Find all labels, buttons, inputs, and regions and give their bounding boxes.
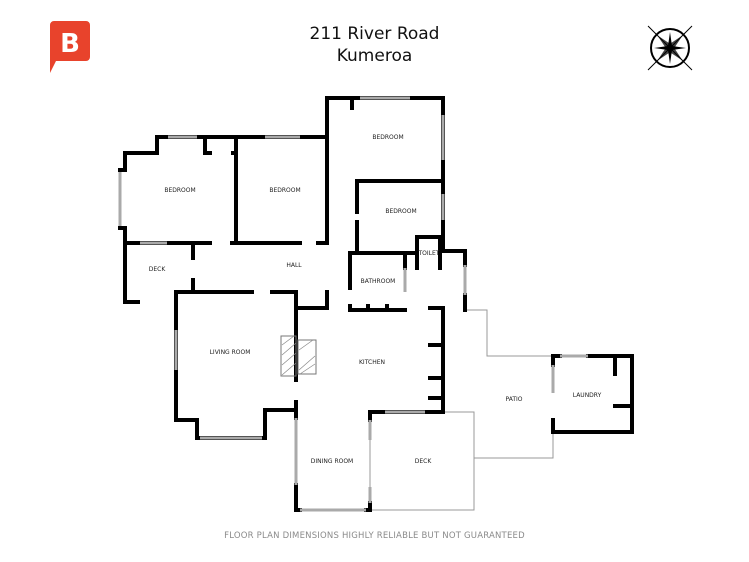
room-label-kitchen: KITCHEN (359, 359, 385, 366)
fireplace (280, 335, 317, 377)
room-label-deck-left: DECK (149, 266, 167, 273)
brand-b-logo: B (50, 21, 90, 73)
room-label-laundry: LAUNDRY (573, 392, 602, 399)
compass-rose-icon (647, 25, 693, 71)
room-label-bedroom-right: BEDROOM (385, 208, 416, 215)
room-label-hall: HALL (286, 262, 302, 269)
room-label-bedroom-left: BEDROOM (164, 187, 195, 194)
disclaimer: FLOOR PLAN DIMENSIONS HIGHLY RELIABLE BU… (224, 531, 525, 541)
room-label-toilet: TOILET (418, 250, 440, 257)
address-line-1: 211 River Road (309, 24, 440, 44)
address-line-2: Kumeroa (336, 46, 413, 66)
room-label-bedroom-top-right: BEDROOM (372, 134, 403, 141)
room-label-patio: PATIO (505, 396, 522, 403)
room-labels: BEDROOM BEDROOM BEDROOM BEDROOM TOILET D… (149, 134, 602, 465)
room-label-bathroom: BATHROOM (361, 278, 396, 285)
windows (118, 96, 588, 512)
room-label-deck-bottom: DECK (415, 458, 433, 465)
room-label-dining-room: DINING ROOM (311, 458, 353, 465)
room-label-bedroom-middle: BEDROOM (269, 187, 300, 194)
logo-letter: B (60, 29, 80, 59)
walls (118, 96, 634, 512)
room-label-living-room: LIVING ROOM (210, 349, 251, 356)
